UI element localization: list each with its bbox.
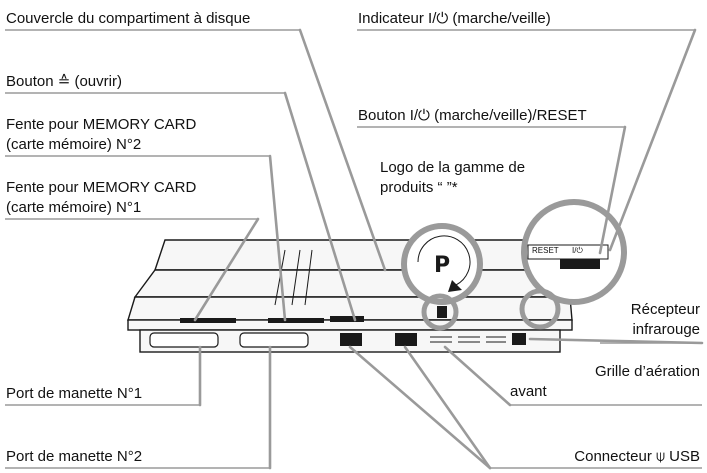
label-usb-connector: Connecteur ⍦ USB [574,448,700,465]
label-power-button: Bouton I/⏻ (marche/veille)/RESET [358,107,587,124]
label-memcard-2-line1: Fente pour MEMORY CARD [6,116,197,133]
svg-text:P: P [434,253,450,278]
zoom-reset-label: RESET [532,246,559,255]
label-vent-line1: Grille d’aération [594,363,700,380]
label-memcard-1-line2: (carte mémoire) N°1 [6,199,142,216]
logo-zoom-circle: P [401,223,483,331]
label-logo-line2: produits “ ”* [380,179,458,196]
label-ir-line1: Récepteur [630,301,700,318]
label-controller-port-2: Port de manette N°2 [6,448,143,465]
label-memcard-1-line1: Fente pour MEMORY CARD [6,179,197,196]
label-ir-line2: infrarouge [632,321,700,338]
label-vent-line2: avant [510,383,547,400]
label-open-button: Bouton ≙ (ouvrir) [6,73,122,90]
zoom-power-symbol: I/⏻ [572,246,583,255]
label-controller-port-1: Port de manette N°1 [6,385,143,402]
power-zoom-circle [519,199,627,330]
label-power-indicator: Indicateur I/⏻ (marche/veille) [358,10,551,27]
label-logo-line1: Logo de la gamme de [380,159,526,176]
console-body [127,239,577,353]
label-memcard-2-line2: (carte mémoire) N°2 [6,136,142,153]
label-disc-cover: Couvercle du compartiment à disque [6,10,251,27]
